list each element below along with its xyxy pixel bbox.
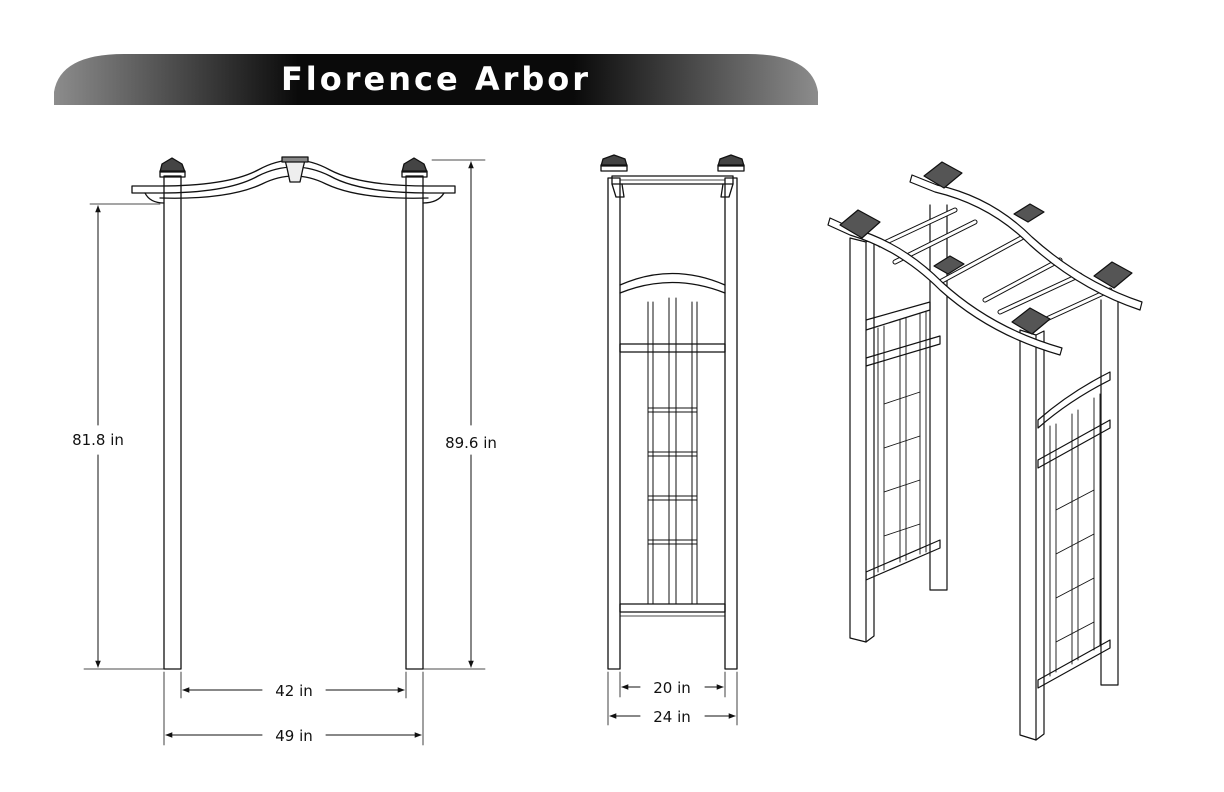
iso-roof-rafters-fill xyxy=(878,208,1112,324)
front-left-post xyxy=(163,175,182,670)
dim-inner-width-label: 42 in xyxy=(275,682,313,700)
iso-back-left-cap xyxy=(923,161,963,189)
iso-back-panel-edges xyxy=(946,339,1102,671)
dim-total-height-label: 89.6 in xyxy=(445,434,497,452)
side-right-post xyxy=(724,177,738,670)
front-right-post-cap xyxy=(401,157,428,173)
iso-back-right-cap xyxy=(1093,261,1133,289)
iso-front-left-cap xyxy=(839,209,881,239)
iso-left-lattice-horizontals xyxy=(883,391,921,537)
iso-front-right-post xyxy=(1019,329,1037,741)
isometric-view xyxy=(827,161,1143,741)
side-beam-brackets xyxy=(611,183,734,198)
iso-left-cross-rail xyxy=(865,335,941,367)
dim-total-depth-label: 24 in xyxy=(653,708,691,726)
side-view: 20 in 24 in xyxy=(600,154,745,726)
iso-back-right-post xyxy=(1100,299,1119,686)
side-right-post-cap xyxy=(717,154,745,167)
front-view: 81.8 in 89.6 in 42 in 49 in xyxy=(72,156,497,746)
side-right-cap-base xyxy=(717,164,745,172)
front-top-beam xyxy=(131,159,456,194)
iso-right-lattice-verticals xyxy=(1049,393,1101,677)
side-arch-top xyxy=(619,272,726,286)
front-right-cap-base xyxy=(401,170,428,178)
side-left-post xyxy=(607,177,621,670)
front-left-cap-base xyxy=(159,170,186,178)
front-beam-brackets xyxy=(144,192,445,204)
front-center-bracket xyxy=(284,159,306,183)
iso-back-arch-beam xyxy=(909,174,1143,311)
page-title: Florence Arbor xyxy=(280,60,592,98)
side-left-cap-base xyxy=(600,164,628,172)
iso-front-right-cap xyxy=(1011,307,1051,335)
iso-front-mid-cap xyxy=(933,255,965,275)
iso-right-lattice-horizontals xyxy=(1055,489,1095,643)
side-top-beam xyxy=(611,175,734,185)
dim-inner-depth-label: 20 in xyxy=(653,679,691,697)
iso-back-mid-cap xyxy=(1013,203,1045,223)
side-bottom-rail xyxy=(619,603,726,613)
dim-inner-height-label: 81.8 in xyxy=(72,431,124,449)
iso-right-arch xyxy=(1037,371,1111,429)
side-cross-rail xyxy=(619,343,726,353)
iso-right-bottom-rail xyxy=(1037,639,1111,689)
iso-front-arch-beam xyxy=(827,217,1063,356)
title-banner-shape xyxy=(54,54,818,105)
front-right-post xyxy=(405,175,424,670)
side-arch-bottom xyxy=(619,281,726,294)
dim-total-width-label: 49 in xyxy=(275,727,313,745)
front-left-post-cap xyxy=(159,157,186,173)
side-lattice-horizontals xyxy=(647,407,698,545)
side-lattice-verticals xyxy=(647,297,698,605)
side-left-post-cap xyxy=(600,154,628,167)
iso-right-cross-rail xyxy=(1037,419,1111,469)
front-center-cap xyxy=(281,156,309,163)
iso-front-left-post-side xyxy=(865,237,875,643)
iso-front-right-post-side xyxy=(1035,330,1045,741)
iso-front-left-post xyxy=(849,237,867,643)
iso-left-bottom-rail xyxy=(865,539,941,581)
title-banner: Florence Arbor xyxy=(54,54,818,105)
